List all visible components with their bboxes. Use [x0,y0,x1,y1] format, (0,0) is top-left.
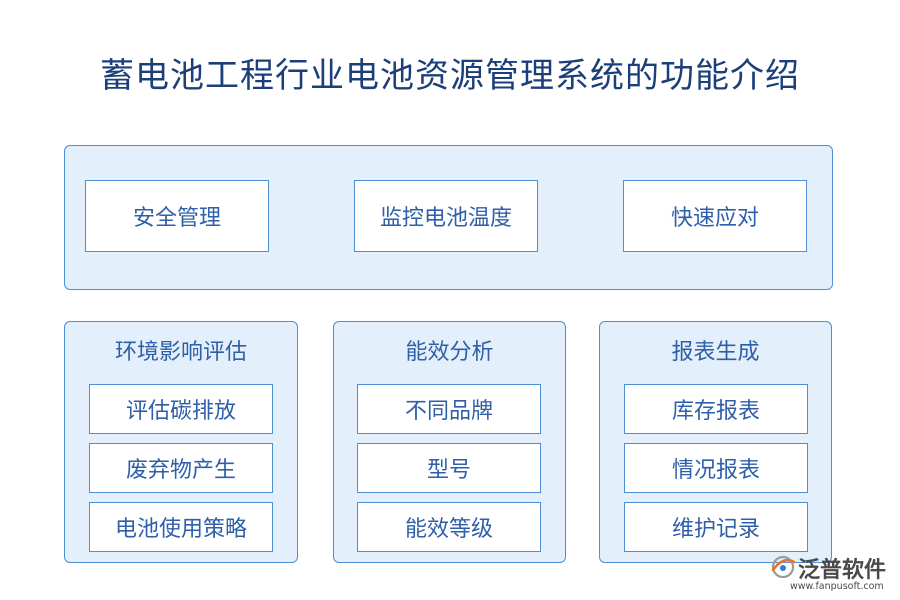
logo-url: www.fanpusoft.com [790,581,884,592]
top-item-monitor-battery-temperature: 监控电池温度 [354,180,538,252]
group-item: 电池使用策略 [89,502,273,552]
group-item: 维护记录 [624,502,808,552]
logo-name: 泛普软件 [798,558,887,583]
group-title: 报表生成 [671,340,760,365]
group-item: 评估碳排放 [89,384,273,434]
group-report-generation: 报表生成 库存报表 情况报表 维护记录 [599,321,832,563]
group-environmental-impact: 环境影响评估 评估碳排放 废弃物产生 电池使用策略 [64,321,298,563]
group-item: 情况报表 [624,443,808,493]
group-item: 不同品牌 [357,384,541,434]
group-energy-efficiency-analysis: 能效分析 不同品牌 型号 能效等级 [333,321,566,563]
group-item: 能效等级 [357,502,541,552]
top-item-safety-management: 安全管理 [85,180,269,252]
fanpu-logo-icon [771,555,796,579]
group-title: 环境影响评估 [114,340,247,365]
group-item: 库存报表 [624,384,808,434]
top-panel: 安全管理 监控电池温度 快速应对 [64,145,833,290]
page-title: 蓄电池工程行业电池资源管理系统的功能介绍 [100,56,800,96]
group-item: 废弃物产生 [89,443,273,493]
fanpu-logo: 泛普软件 www.fanpusoft.com [770,552,895,598]
group-item: 型号 [357,443,541,493]
top-item-quick-response: 快速应对 [623,180,807,252]
group-title: 能效分析 [405,340,494,365]
